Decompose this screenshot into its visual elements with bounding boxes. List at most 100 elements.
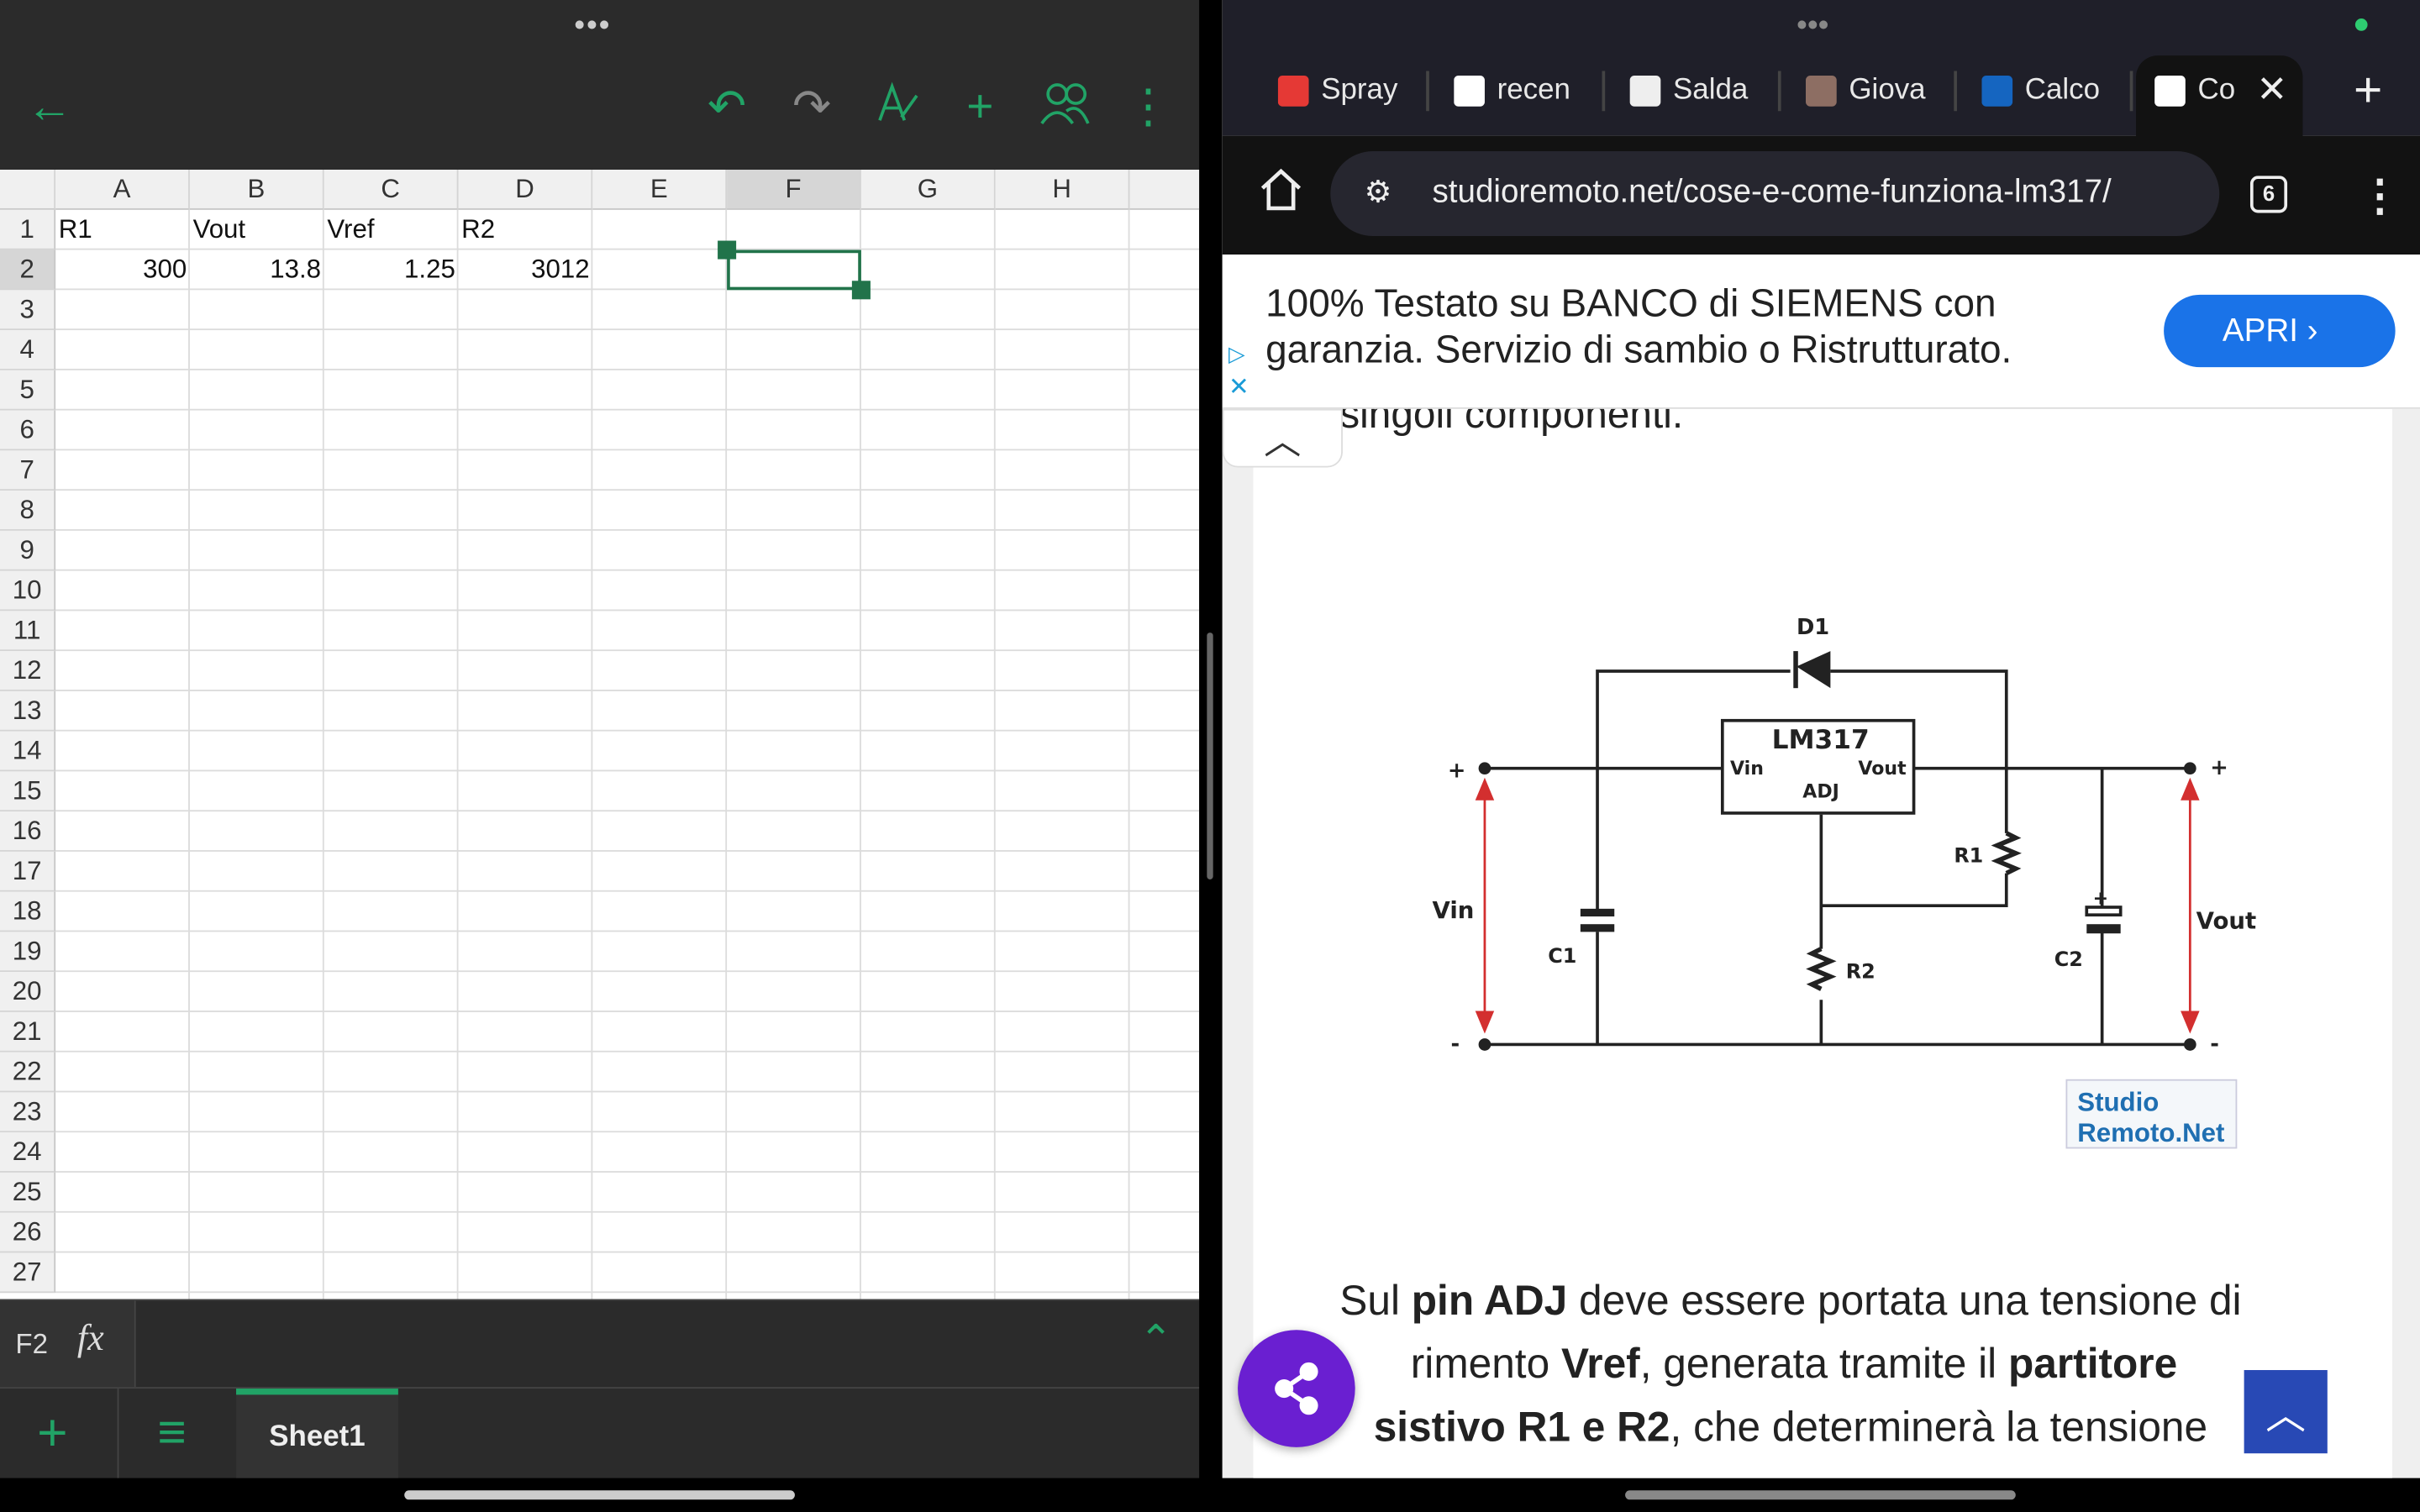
row-header-6[interactable]: 6	[0, 410, 56, 451]
row-header-3[interactable]: 3	[0, 290, 56, 331]
expand-formula-icon[interactable]: ⌃	[1139, 1315, 1173, 1362]
row-header-16[interactable]: 16	[0, 811, 56, 852]
cell-B1[interactable]: Vout	[192, 214, 246, 244]
row-header-23[interactable]: 23	[0, 1092, 56, 1133]
close-tab-icon[interactable]: ✕	[2256, 69, 2288, 112]
page-content: singoli componenti. 100% Testato su BANC…	[1222, 255, 2420, 1478]
label-r1: R1	[1954, 844, 1983, 868]
row-header-8[interactable]: 8	[0, 491, 56, 531]
adchoices-icon[interactable]: ▷	[1228, 340, 1245, 366]
row-header-15[interactable]: 15	[0, 771, 56, 812]
name-box[interactable]: F2	[15, 1328, 48, 1360]
cell-D1[interactable]: R2	[461, 214, 496, 244]
window-handle[interactable]: •••	[1796, 9, 1829, 44]
selection-handle-end[interactable]	[851, 281, 871, 300]
row-header-1[interactable]: 1	[0, 209, 56, 250]
column-header-A[interactable]: A	[55, 170, 190, 210]
share-button[interactable]	[1238, 1330, 1355, 1447]
browser-tab-2[interactable]: recen	[1454, 61, 1586, 120]
label-vin-pin: Vin	[1730, 759, 1764, 780]
url-text[interactable]: studioremoto.net/cose-e-come-funziona-lm…	[1432, 174, 2112, 210]
column-header-B[interactable]: B	[189, 170, 324, 210]
row-header-19[interactable]: 19	[0, 932, 56, 973]
label-plus: +	[1448, 759, 1466, 784]
more-options-icon[interactable]: ⋮	[1124, 81, 1172, 133]
tab-title: Calco	[2024, 74, 2101, 107]
fx-icon[interactable]: fx	[76, 1319, 104, 1360]
row-header-7[interactable]: 7	[0, 450, 56, 491]
row-header-20[interactable]: 20	[0, 972, 56, 1012]
row-header-22[interactable]: 22	[0, 1052, 56, 1093]
row-header-24[interactable]: 24	[0, 1132, 56, 1173]
row-header-2[interactable]: 2	[0, 249, 56, 291]
column-header-C[interactable]: C	[324, 170, 459, 210]
redo-icon[interactable]: ↷	[792, 81, 832, 133]
browser-tab-4[interactable]: Giova	[1805, 61, 1939, 120]
browser-menu-icon[interactable]: ⋮	[2358, 171, 2402, 219]
svg-text:Studio: Studio	[2077, 1087, 2159, 1116]
insert-plus-icon[interactable]: +	[966, 81, 994, 133]
row-header-21[interactable]: 21	[0, 1011, 56, 1053]
back-arrow-icon[interactable]: ←	[26, 81, 73, 133]
capacitor-c1	[1580, 908, 1615, 917]
cell-C1[interactable]: Vref	[327, 214, 375, 244]
column-header-F[interactable]: F	[727, 170, 861, 210]
new-tab-icon[interactable]: +	[2354, 61, 2383, 118]
browser-tab-6[interactable]: Co	[2154, 61, 2247, 120]
row-header-14[interactable]: 14	[0, 731, 56, 772]
cell-C2[interactable]: 1.25	[404, 255, 455, 284]
tab-favicon-icon	[1454, 76, 1485, 107]
tab-title: Salda	[1673, 74, 1749, 107]
share-people-icon[interactable]	[1037, 81, 1092, 136]
cell-A1[interactable]: R1	[58, 214, 92, 244]
home-icon[interactable]	[1260, 166, 1302, 220]
row-header-12[interactable]: 12	[0, 651, 56, 691]
split-divider-handle[interactable]	[1207, 633, 1213, 879]
format-pen-icon[interactable]	[869, 81, 924, 136]
selected-cell-F2[interactable]	[727, 249, 861, 291]
collapse-ad-button[interactable]: ︿	[1222, 408, 1343, 468]
tab-title: recen	[1497, 74, 1570, 107]
label-vout-pin: Vout	[1858, 759, 1907, 780]
cell-A2[interactable]: 300	[143, 255, 187, 284]
cell-D2[interactable]: 3012	[531, 255, 590, 284]
ad-close-icon[interactable]: ✕	[1228, 375, 1249, 402]
url-bar[interactable]: ⚙ studioremoto.net/cose-e-come-funziona-…	[1330, 151, 2220, 237]
row-header-11[interactable]: 11	[0, 611, 56, 652]
status-dot	[2354, 18, 2368, 31]
column-header-E[interactable]: E	[592, 170, 728, 210]
sheet-list-icon[interactable]: ≡	[157, 1404, 187, 1460]
cell-B2[interactable]: 13.8	[270, 255, 322, 284]
browser-tab-1[interactable]: Spray	[1277, 61, 1411, 120]
row-header-27[interactable]: 27	[0, 1252, 56, 1294]
column-header-H[interactable]: H	[995, 170, 1130, 210]
column-header-G[interactable]: G	[860, 170, 996, 210]
row-header-13[interactable]: 13	[0, 690, 56, 732]
site-settings-icon[interactable]: ⚙	[1364, 176, 1392, 210]
row-header-5[interactable]: 5	[0, 370, 56, 411]
browser-tab-3[interactable]: Salda	[1629, 61, 1763, 120]
tab-switcher-button[interactable]: 6	[2249, 176, 2288, 213]
add-sheet-icon[interactable]: +	[37, 1404, 68, 1463]
scroll-to-top-button[interactable]: ︿	[2244, 1370, 2328, 1454]
row-header-18[interactable]: 18	[0, 891, 56, 932]
sheet-tab-sheet1[interactable]: Sheet1	[236, 1389, 398, 1478]
selection-handle-start[interactable]	[718, 240, 737, 260]
ad-open-button[interactable]: APRI ›	[2164, 294, 2396, 368]
undo-icon[interactable]: ↶	[708, 81, 747, 133]
row-header-4[interactable]: 4	[0, 330, 56, 370]
window-handle[interactable]: •••	[574, 9, 612, 44]
tab-favicon-icon	[1981, 76, 2013, 107]
row-header-10[interactable]: 10	[0, 570, 56, 612]
browser-tab-5[interactable]: Calco	[1981, 61, 2114, 120]
select-all-corner[interactable]	[0, 170, 56, 210]
ad-banner[interactable]: 100% Testato su BANCO di SIEMENS con gar…	[1222, 255, 2420, 409]
row-header-9[interactable]: 9	[0, 530, 56, 571]
row-header-26[interactable]: 26	[0, 1212, 56, 1253]
row-header-17[interactable]: 17	[0, 851, 56, 892]
row-header-25[interactable]: 25	[0, 1172, 56, 1213]
column-header-D[interactable]: D	[458, 170, 593, 210]
